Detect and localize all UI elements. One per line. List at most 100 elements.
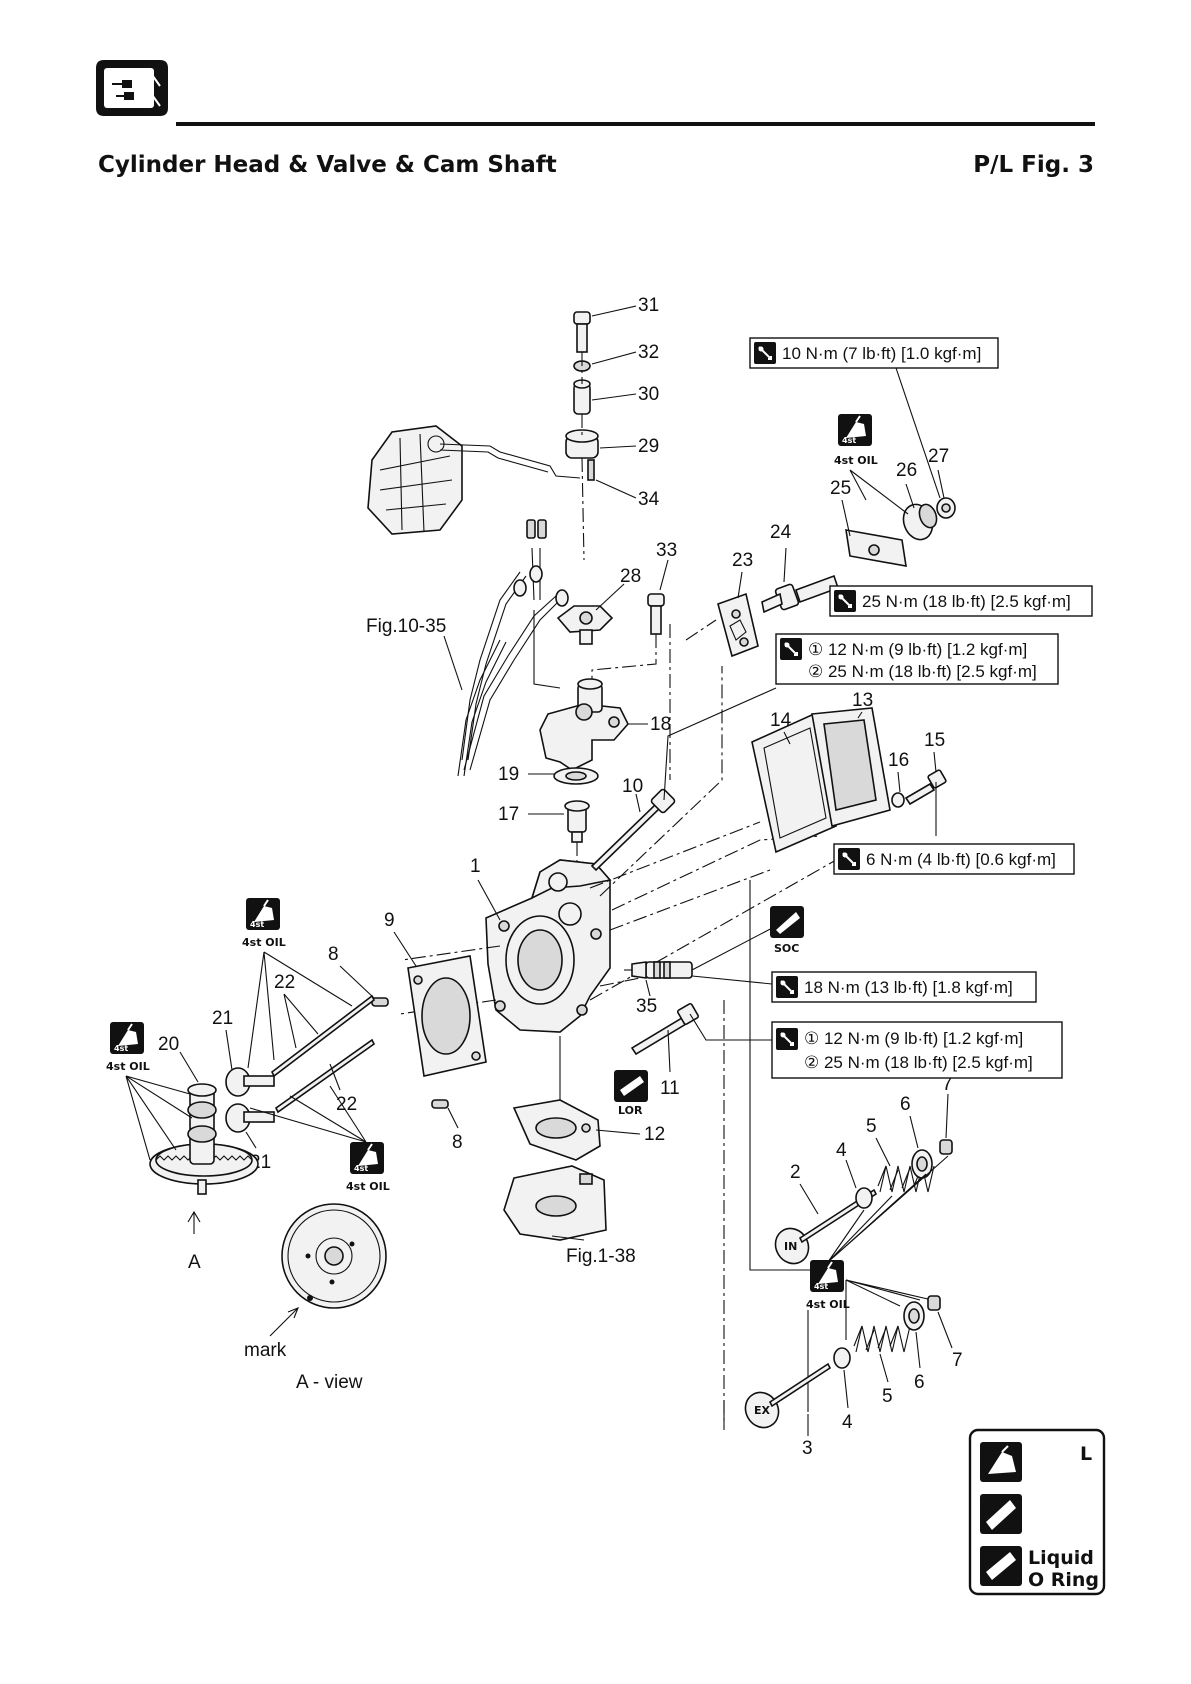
- callout-35: 35: [636, 996, 657, 1017]
- callout-6-upper: 6: [900, 1094, 911, 1115]
- callout-25: 25: [830, 478, 851, 499]
- torque-wrench-icon: [837, 847, 861, 871]
- badge-oil-anode: 4st OIL: [834, 454, 878, 467]
- gear-a-view: [281, 1203, 387, 1309]
- oil-can-icon: [109, 1021, 145, 1055]
- anode-26: [902, 503, 938, 541]
- torque-wrench-icon: [833, 589, 857, 613]
- callout-5-upper: 5: [866, 1116, 877, 1137]
- bolt-15: [904, 769, 947, 806]
- badge-lor: LOR: [618, 1104, 643, 1117]
- legend-o-ring: O Ring: [1028, 1569, 1099, 1591]
- torque-wrench-icon: [775, 975, 799, 999]
- torque-wrench-icon: [779, 637, 803, 661]
- cotter-7-upper: [939, 1139, 953, 1155]
- cotter-7-lower: [927, 1295, 941, 1311]
- gasket-12: [512, 1099, 601, 1161]
- svg-text:② 25 N·m (18 lb·ft) [2.5 kgf·m: ② 25 N·m (18 lb·ft) [2.5 kgf·m]: [808, 662, 1037, 681]
- torque-spec-11: ① 12 N·m (9 lb·ft) [1.2 kgf·m] ② 25 N·m …: [771, 1021, 1063, 1079]
- callout-17: 17: [498, 804, 519, 825]
- callout-28: 28: [620, 566, 641, 587]
- fig10-ref: Fig.10-35: [366, 616, 446, 637]
- badge-oil-valve: 4st OIL: [806, 1298, 850, 1311]
- callout-23: 23: [732, 550, 753, 571]
- callout-22-lower: 22: [336, 1094, 357, 1115]
- legend-box: L Liquid O Ring: [968, 1428, 1106, 1596]
- tappet-21-upper: [225, 1067, 275, 1097]
- exhaust-valve-3: [744, 1362, 832, 1429]
- callout-22-upper: 22: [274, 972, 295, 993]
- carburetor-sketch: [367, 425, 581, 535]
- torque-spec-24: 25 N·m (18 lb·ft) [2.5 kgf·m]: [829, 585, 1093, 617]
- intake-mark: IN: [784, 1240, 797, 1253]
- callout-14: 14: [770, 710, 792, 731]
- fig1-ref: Fig.1-38: [566, 1246, 636, 1267]
- valve-seat-4-lower: [833, 1347, 851, 1369]
- svg-text:18 N·m (13 lb·ft) [1.8 kgf·m]: 18 N·m (13 lb·ft) [1.8 kgf·m]: [804, 978, 1013, 997]
- bracket-29: [565, 429, 599, 481]
- spring-5-lower: [853, 1325, 911, 1353]
- torque-spec-35: 18 N·m (13 lb·ft) [1.8 kgf·m]: [771, 971, 1037, 1003]
- oil-can-icon: [349, 1141, 385, 1175]
- callout-5-lower: 5: [882, 1386, 893, 1407]
- callout-27: 27: [928, 446, 949, 467]
- fitting-24: [761, 574, 840, 614]
- callout-7-lower: 7: [952, 1350, 963, 1371]
- oil-can-icon: [837, 413, 873, 447]
- badge-oil-pushrod-lower: 4st OIL: [346, 1180, 390, 1193]
- washer-16: [891, 792, 905, 808]
- svg-text:① 12 N·m (9 lb·ft) [1.2 kgf·m]: ① 12 N·m (9 lb·ft) [1.2 kgf·m]: [804, 1029, 1023, 1048]
- callout-18: 18: [650, 714, 671, 735]
- callout-4-upper: 4: [836, 1140, 847, 1161]
- gasket-19: [553, 767, 599, 785]
- lor-badge-icon: [614, 1070, 648, 1102]
- callout-31: 31: [638, 295, 659, 316]
- gasket-9: [407, 955, 487, 1077]
- callout-6-lower: 6: [914, 1372, 925, 1393]
- callout-8-upper: 8: [328, 944, 339, 965]
- page-title: Cylinder Head & Valve & Cam Shaft: [98, 152, 557, 178]
- oil-can-icon: [980, 1442, 1022, 1482]
- spark-plug-35: [624, 961, 693, 979]
- cover-plate-fig1-38: [503, 1165, 607, 1241]
- cover-25: [845, 529, 907, 567]
- bolt-31: [573, 311, 591, 353]
- svg-text:② 25 N·m (18 lb·ft) [2.5 kgf·m: ② 25 N·m (18 lb·ft) [2.5 kgf·m]: [804, 1053, 1033, 1072]
- nut-27: [936, 497, 956, 519]
- cover-13: [811, 707, 891, 828]
- badge-oil-cam: 4st OIL: [106, 1060, 150, 1073]
- torque-spec-10: ① 12 N·m (9 lb·ft) [1.2 kgf·m] ② 25 N·m …: [775, 633, 1059, 685]
- valve-seat-4-upper: [855, 1187, 873, 1209]
- callout-8-lower: 8: [452, 1132, 463, 1153]
- fuel-hoses: [457, 519, 569, 777]
- callout-9: 9: [384, 910, 395, 931]
- callout-12: 12: [644, 1124, 665, 1145]
- callout-11: 11: [660, 1078, 680, 1099]
- bolt-33: [647, 593, 665, 635]
- a-view-caption: A - view: [296, 1372, 363, 1393]
- callout-3: 3: [802, 1438, 813, 1459]
- push-rod-22-lower: [274, 1038, 376, 1114]
- callout-4-lower: 4: [842, 1412, 853, 1433]
- tappet-21-lower: [225, 1103, 275, 1133]
- torque-spec-27: 10 N·m (7 lb·ft) [1.0 kgf·m]: [749, 337, 999, 369]
- gasket-23: [717, 592, 759, 658]
- view-a-label: A: [188, 1252, 201, 1273]
- retainer-6-upper: [911, 1149, 933, 1179]
- cylinder-head-1: [485, 859, 612, 1033]
- callout-21-upper: 21: [212, 1008, 233, 1029]
- svg-text:6 N·m (4 lb·ft) [0.6 kgf·m]: 6 N·m (4 lb·ft) [0.6 kgf·m]: [866, 850, 1056, 869]
- callout-32: 32: [638, 342, 659, 363]
- header-icon: [96, 60, 168, 116]
- thermostat-17: [564, 800, 590, 843]
- spring-5-upper: [877, 1165, 935, 1193]
- callout-33: 33: [656, 540, 677, 561]
- gasket-14: [751, 712, 837, 854]
- callout-29: 29: [638, 436, 659, 457]
- leader-fig10: [443, 635, 463, 691]
- badge-oil-pushrod-upper: 4st OIL: [242, 936, 286, 949]
- push-rod-22-upper: [270, 994, 376, 1078]
- callout-20: 20: [158, 1034, 179, 1055]
- mark-label: mark: [244, 1340, 287, 1361]
